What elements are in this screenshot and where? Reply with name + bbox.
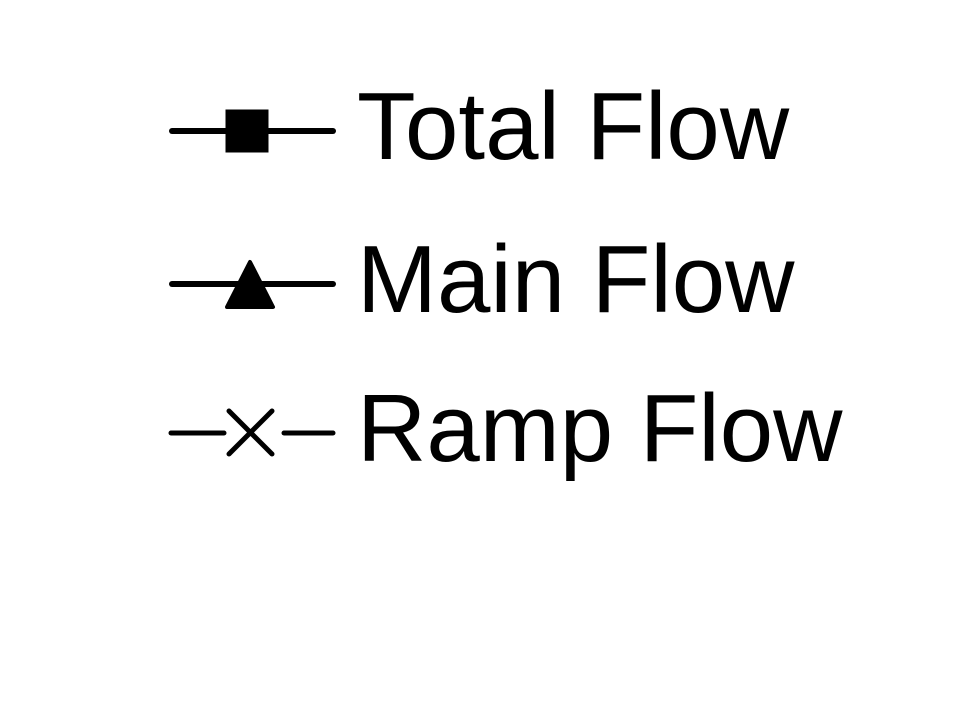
ramp-flow-swatch xyxy=(168,408,336,457)
legend-entry-main-flow: Main Flow xyxy=(168,209,794,359)
legend-label: Total Flow xyxy=(357,73,790,180)
legend-label: Main Flow xyxy=(357,226,795,333)
x-marker-icon xyxy=(226,408,275,457)
triangle-marker-icon xyxy=(225,260,275,309)
square-marker-icon xyxy=(225,109,269,153)
total-flow-swatch xyxy=(169,109,336,153)
legend-entry-ramp-flow: Ramp Flow xyxy=(168,358,842,508)
main-flow-swatch xyxy=(169,260,336,309)
legend-label: Ramp Flow xyxy=(357,375,843,482)
legend-entry-total-flow: Total Flow xyxy=(168,56,789,206)
